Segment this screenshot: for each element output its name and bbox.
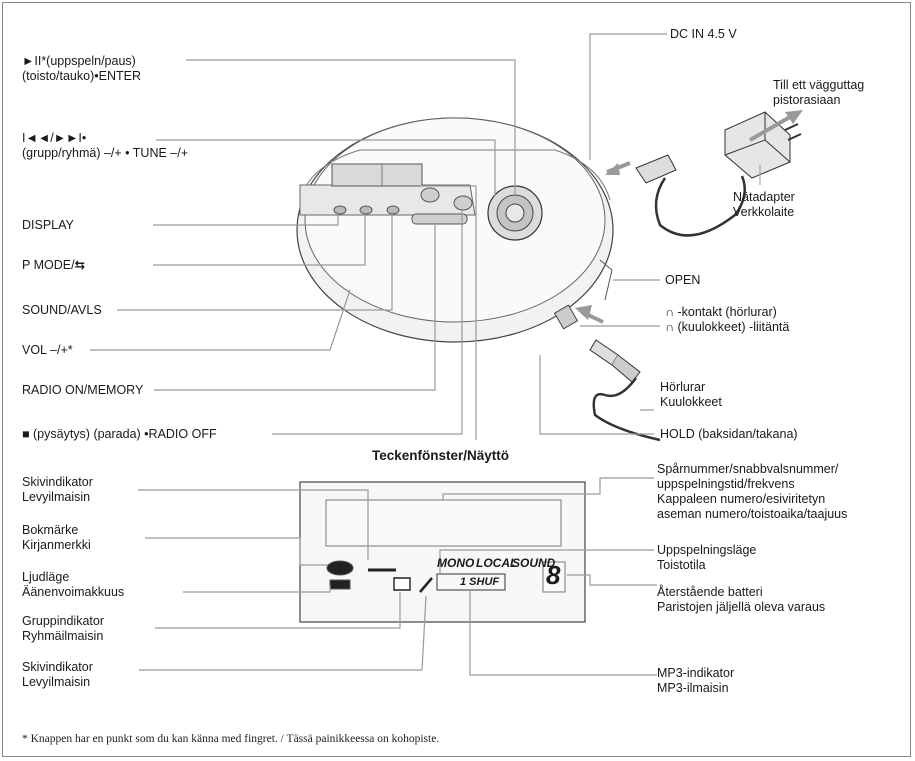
display-window xyxy=(331,163,423,187)
label-wall-outlet: Till ett vägguttag pistorasiaan xyxy=(773,78,865,107)
label-radio-on: RADIO ON/MEMORY xyxy=(22,383,144,397)
lcd-shuf: 1 SHUF xyxy=(460,576,500,588)
label-mp3: MP3-indikator MP3-ilmaisin xyxy=(657,666,735,695)
lcd-digit: 8 xyxy=(546,560,561,590)
label-stop: ■ (pysäytys) (parada) •RADIO OFF xyxy=(22,427,217,441)
label-play-mode: Uppspelningsläge Toistotila xyxy=(657,543,757,572)
label-adapter: Nätadapter Verkkolaite xyxy=(733,190,795,219)
label-disc-indicator-top: Skivindikator Levyilmaisin xyxy=(22,475,93,504)
label-track-number: Spårnummer/snabbvalsnummer/ uppspelnings… xyxy=(657,462,848,521)
footnote: * Knappen har en punkt som du kan känna … xyxy=(22,733,440,745)
label-headphone-jack: ∩ -kontakt (hörlurar) ∩ (kuulokkeet) -li… xyxy=(665,305,790,334)
headphone-plug xyxy=(589,339,661,442)
display-window-title: Teckenfönster/Näyttö xyxy=(372,448,510,463)
cd-player xyxy=(296,117,614,343)
label-disc-indicator-bottom: Skivindikator Levyilmaisin xyxy=(22,660,93,689)
lcd-panel xyxy=(299,481,586,623)
label-sound-avls: SOUND/AVLS xyxy=(22,303,102,317)
lcd-local: LOCAL xyxy=(476,556,518,570)
label-headphones: Hörlurar Kuulokkeet xyxy=(660,380,722,409)
label-group-indicator: Gruppindikator Ryhmäilmaisin xyxy=(22,614,104,643)
headphone-icon: ∩ xyxy=(665,305,678,319)
label-battery: Återstående batteri Paristojen jäljellä … xyxy=(657,585,826,614)
repeat-icon: ⇆ xyxy=(74,258,86,272)
lcd-sound: SOUND xyxy=(512,556,556,570)
label-hold: HOLD (baksidan/takana) xyxy=(660,427,798,441)
label-skip: I◄◄/►►I• (grupp/ryhmä) –/+ • TUNE –/+ xyxy=(22,131,189,160)
label-open: OPEN xyxy=(665,273,701,287)
label-bookmark: Bokmärke Kirjanmerkki xyxy=(22,523,91,552)
label-p-mode: P MODE/⇆ xyxy=(22,258,86,272)
label-play-pause: ►II*(uppspeln/paus) (toisto/tauko)•ENTER xyxy=(22,54,141,83)
label-vol: VOL –/+* xyxy=(22,343,73,357)
lcd-mono: MONO xyxy=(437,556,475,570)
label-dc-in: DC IN 4.5 V xyxy=(670,27,737,41)
label-display: DISPLAY xyxy=(22,218,74,232)
headphone-icon: ∩ xyxy=(665,320,678,334)
label-sound-mode: Ljudläge Äänenvoimakkuus xyxy=(22,570,125,599)
